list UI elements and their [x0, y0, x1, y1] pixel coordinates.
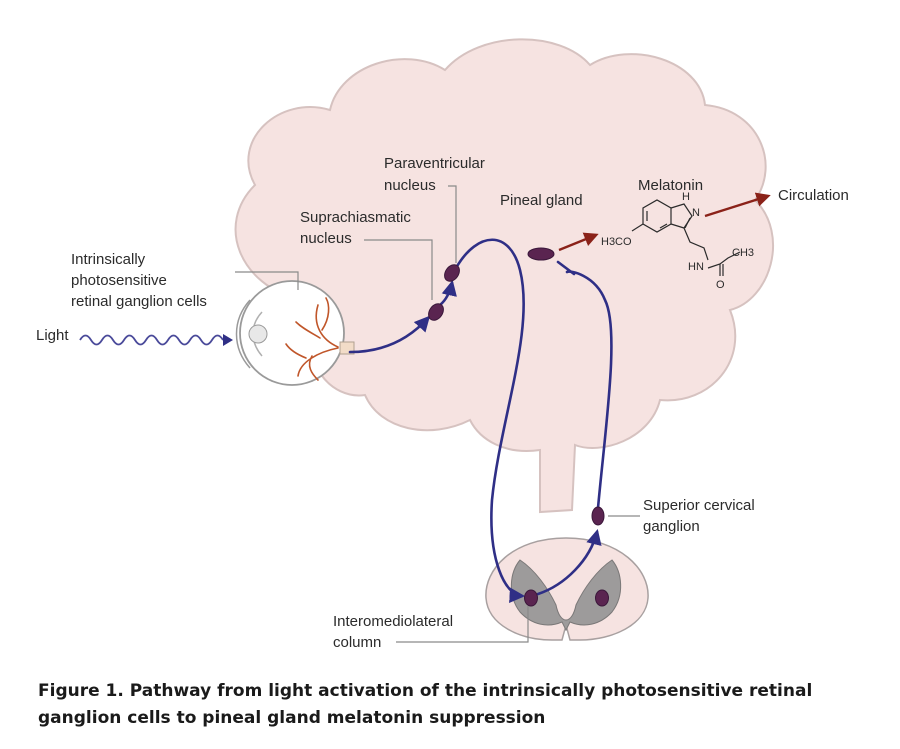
iml-to-scg-tract: [536, 528, 602, 596]
figure-caption: Figure 1. Pathway from light activation …: [38, 681, 813, 728]
circulation-label: Circulation: [778, 187, 849, 204]
scg-to-pineal-tract: [565, 270, 613, 510]
melatonin-label: Melatonin: [638, 177, 703, 194]
scn-label: Suprachiasmatic nucleus: [300, 209, 415, 247]
carbonyl-o-label: O: [716, 279, 725, 291]
light-label: Light: [36, 327, 69, 344]
pathway-diagram: H3CO H N HN CH3 O Light Intrinsically ph…: [36, 38, 849, 651]
methyl-label: CH3: [732, 247, 754, 259]
iml-leader: [396, 606, 529, 643]
scn-leader: [364, 239, 433, 300]
ring-n-label: N: [692, 207, 700, 219]
ring-h-label: H: [682, 191, 690, 203]
melatonin-structure: [631, 199, 741, 276]
pvn-to-iml-tract: [454, 238, 526, 604]
scg-label: Superior cervical ganglion: [643, 497, 759, 535]
light-arrowhead: [223, 334, 233, 346]
eye-icon: [235, 280, 355, 386]
amide-hn-label: HN: [688, 261, 704, 273]
pvn-neuron: [444, 264, 460, 282]
iml-neuron-left: [524, 589, 538, 607]
pvn-leader: [448, 185, 457, 263]
spinal-cord-section: [485, 537, 649, 641]
pvn-label: Paraventricular nucleus: [384, 155, 489, 194]
iprgc-leader: [235, 271, 299, 290]
retinohypothalamic-tract: [348, 315, 431, 354]
scn-neuron: [428, 303, 444, 321]
brain-outline: [234, 38, 774, 514]
iml-label: Interomediolateral column: [333, 613, 457, 651]
pineal-gland-label: Pineal gland: [500, 192, 583, 209]
pineal-gland-shape: [527, 247, 555, 261]
scg-neuron: [591, 506, 605, 526]
scn-to-pvn-tract: [438, 279, 457, 307]
methoxy-label: H3CO: [601, 236, 632, 248]
iml-neuron-right: [595, 589, 609, 607]
pineal-secretion-arrow: [558, 232, 599, 252]
circulation-arrow: [704, 192, 771, 218]
inhibition-bar: [556, 260, 576, 276]
light-wave: [79, 334, 224, 346]
iprgc-label: Intrinsically photosensitive retinal gan…: [71, 251, 207, 310]
